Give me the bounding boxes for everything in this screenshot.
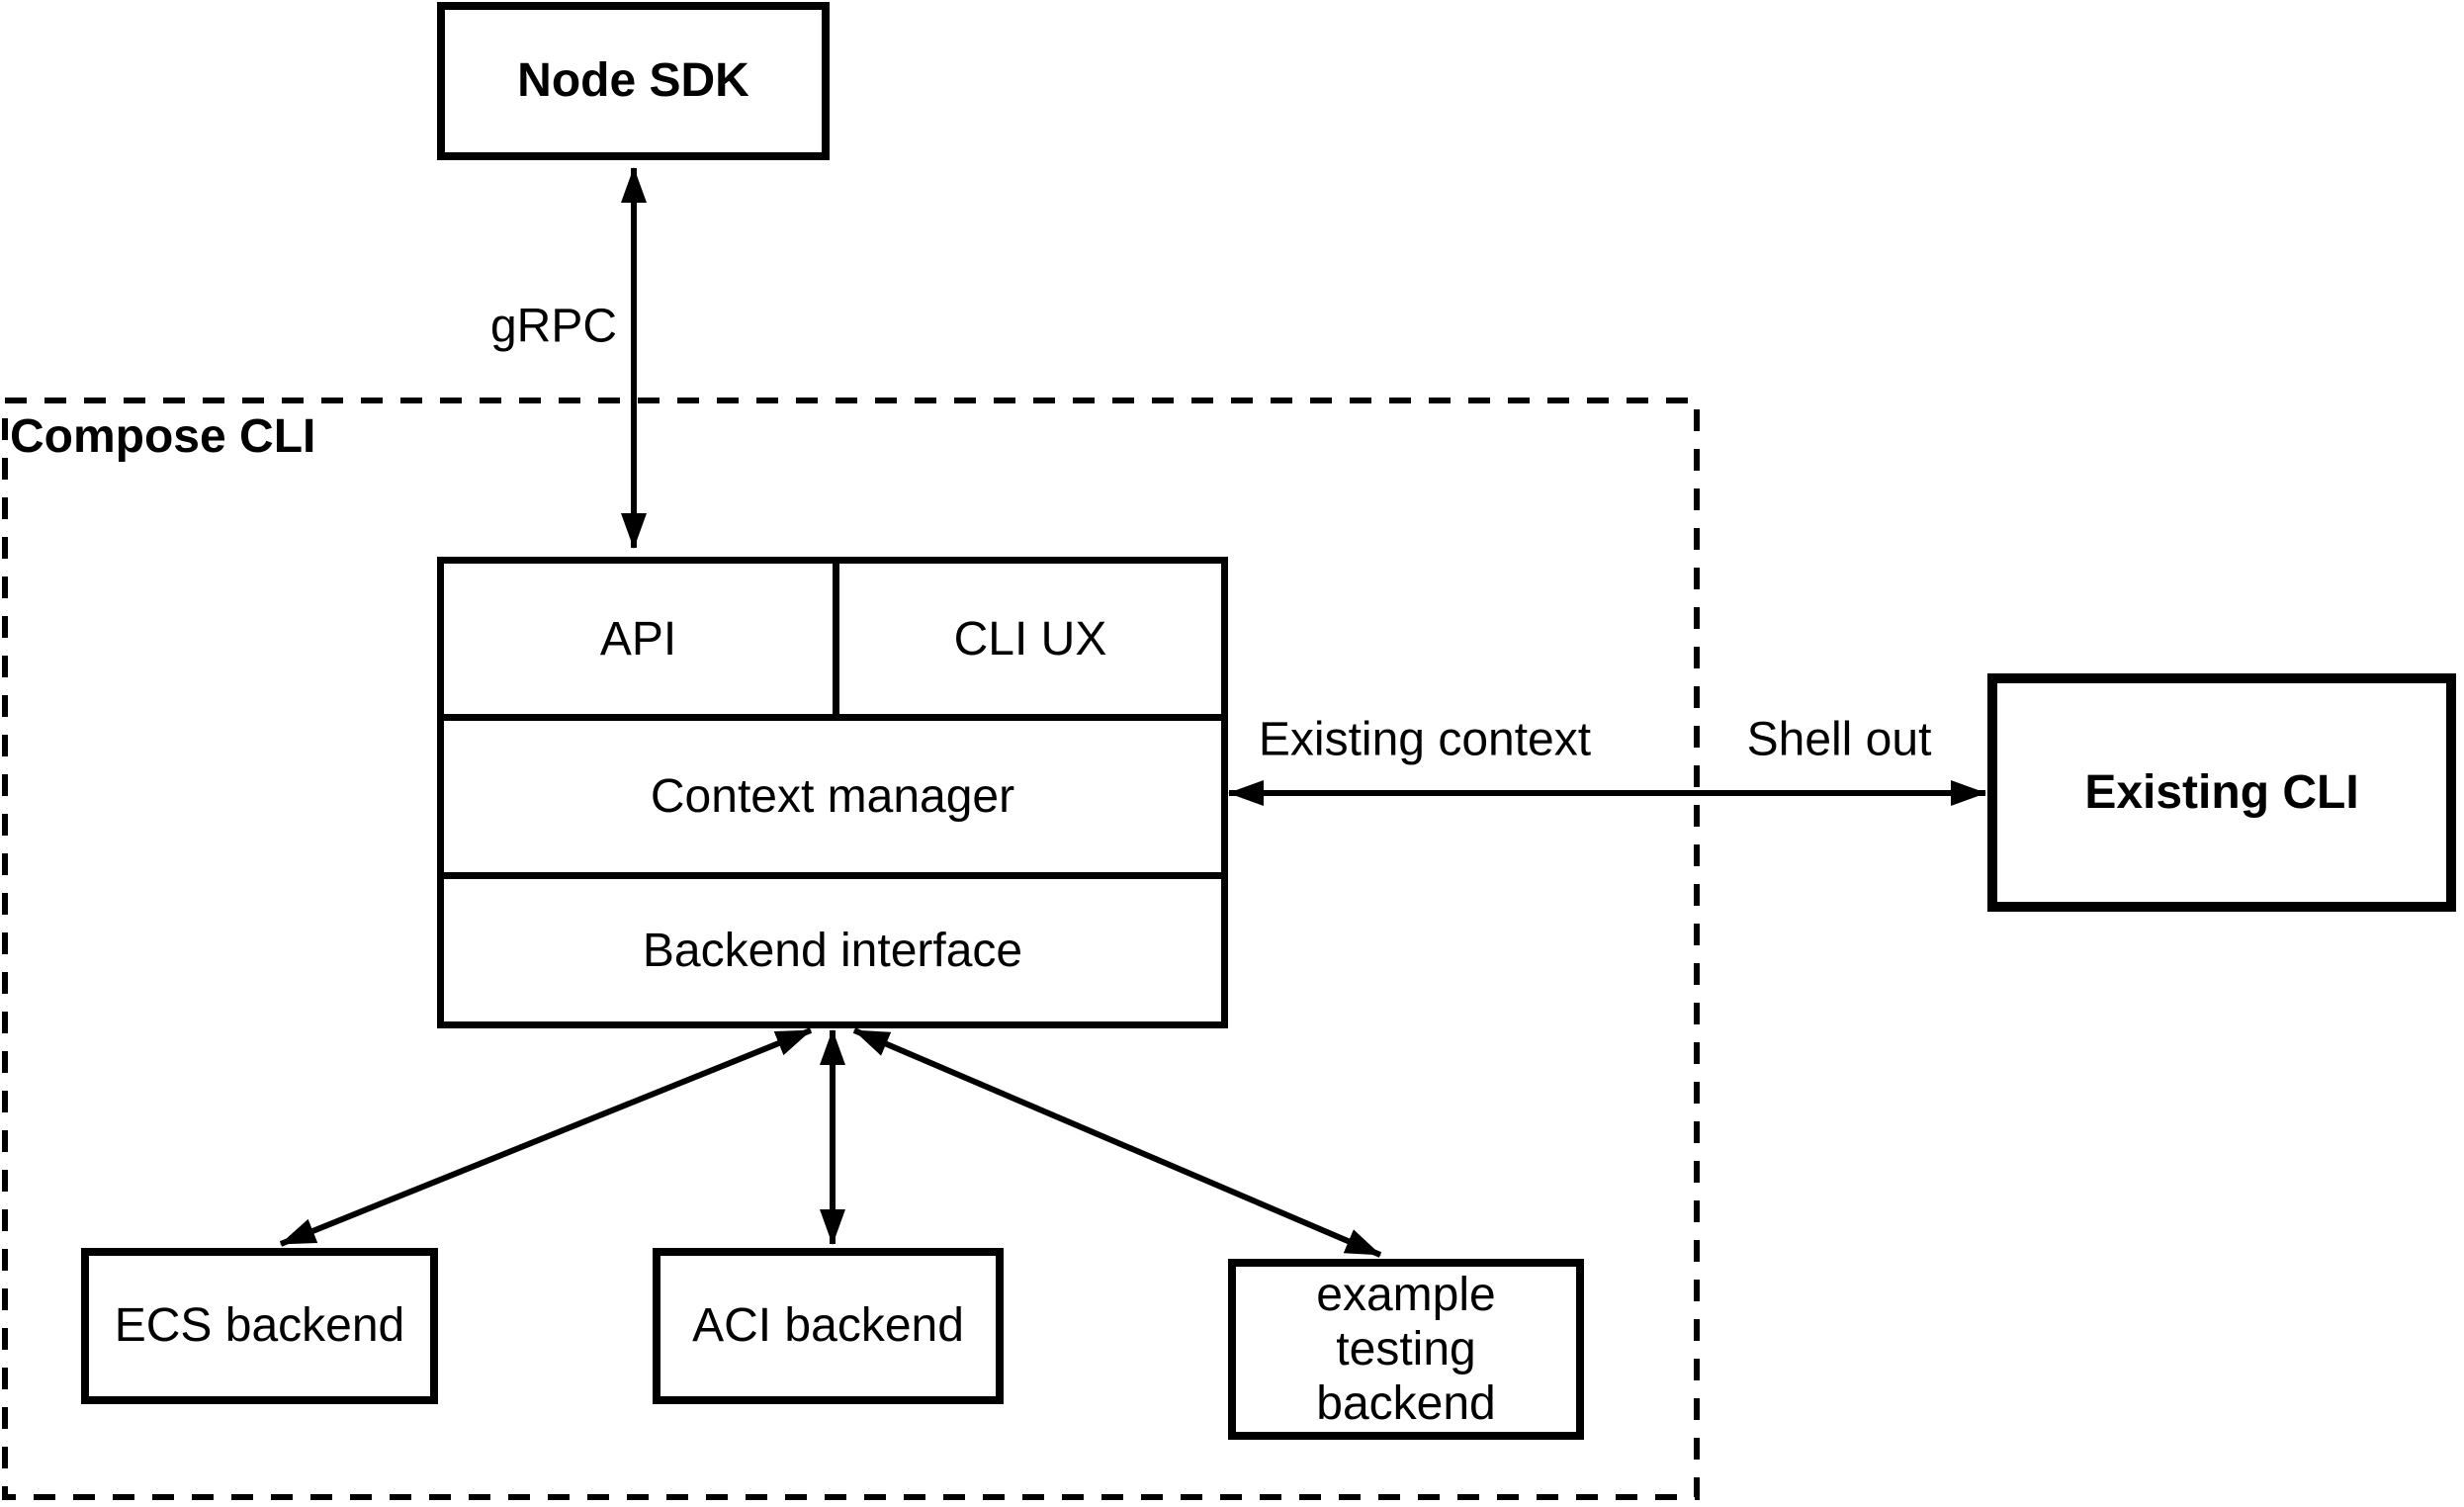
aci-backend-label: ACI backend <box>692 1299 964 1353</box>
node-sdk-label: Node SDK <box>517 54 749 108</box>
ecs-backend-label: ECS backend <box>114 1299 405 1353</box>
ecs-backend-box: ECS backend <box>81 1248 438 1404</box>
aci-backend-box: ACI backend <box>653 1248 1004 1404</box>
grpc-edge-label: gRPC <box>489 300 618 353</box>
existing-cli-label: Existing CLI <box>2084 765 2359 819</box>
example-edge-arrow <box>852 1027 1382 1258</box>
example-testing-backend-box: example testing backend <box>1228 1259 1584 1440</box>
cli-ux-box: CLI UX <box>839 564 1221 714</box>
shell-out-edge-label: Shell out <box>1746 713 1932 766</box>
existing-cli-box: Existing CLI <box>1987 673 2456 912</box>
example-testing-backend-label: example testing backend <box>1316 1268 1496 1431</box>
backend-interface-label: Backend interface <box>642 924 1023 977</box>
compose-cli-group-label: Compose CLI <box>10 410 316 463</box>
cli-ux-label: CLI UX <box>953 612 1107 665</box>
api-box: API <box>444 564 839 714</box>
api-label: API <box>599 612 677 665</box>
backend-interface-box: Backend interface <box>444 872 1221 1021</box>
ecs-edge-arrow <box>279 1027 813 1247</box>
node-sdk-box: Node SDK <box>437 2 830 160</box>
existing-context-edge-label: Existing context <box>1258 713 1592 766</box>
context-manager-label: Context manager <box>650 770 1015 823</box>
compose-cli-stack-box: API CLI UX Context manager Backend inter… <box>437 557 1228 1028</box>
stack-top-row: API CLI UX <box>444 564 1221 714</box>
context-manager-box: Context manager <box>444 714 1221 872</box>
